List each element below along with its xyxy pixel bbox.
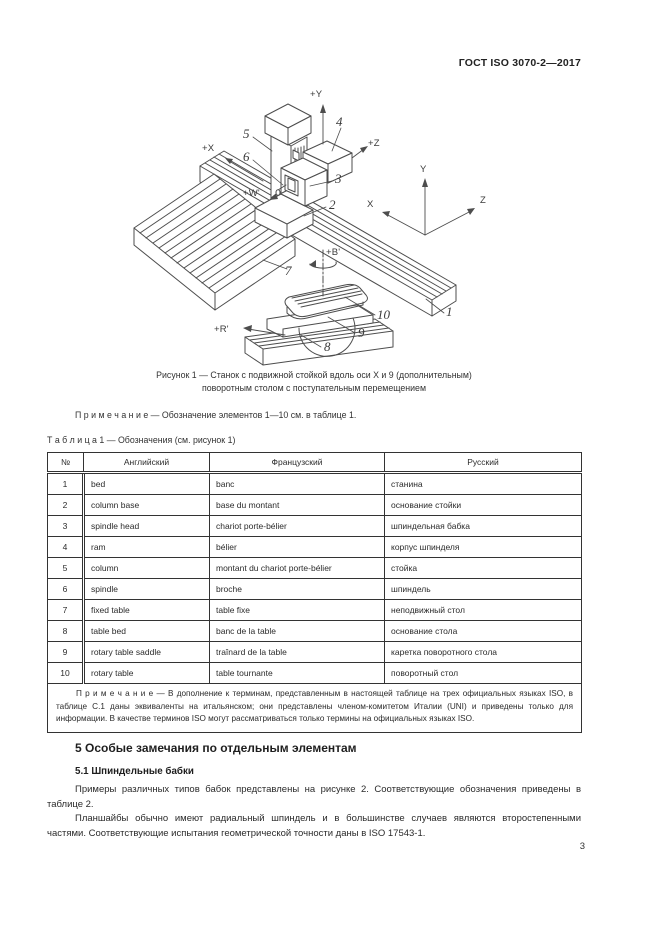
- trihedron-label-z: Z: [480, 195, 487, 206]
- section-body: Примеры различных типов бабок представле…: [47, 783, 581, 842]
- col-header-en: Английский: [83, 452, 210, 474]
- part-number-5: 5: [243, 126, 250, 141]
- r-axis-arrow: [243, 325, 286, 336]
- machine-line-art: [133, 103, 475, 366]
- section-subheading: 5.1 Шпиндельные бабки: [75, 766, 194, 777]
- axis-label-plus-x: +X: [202, 143, 215, 154]
- axis-label-plus-y: +Y: [310, 89, 323, 100]
- axis-label-plus-z: +Z: [368, 138, 380, 149]
- rotary-table-part: [284, 283, 368, 320]
- part-number-3: 3: [335, 171, 342, 186]
- part-number-7: 7: [285, 263, 292, 278]
- section-heading: 5 Особые замечания по отдельным элемента…: [75, 741, 357, 755]
- figure-caption: Рисунок 1 — Станок с подвижной стойкой в…: [47, 369, 581, 395]
- part-number-4: 4: [336, 114, 343, 129]
- col-header-ru: Русский: [384, 452, 582, 474]
- figure-caption-line1: Рисунок 1 — Станок с подвижной стойкой в…: [156, 370, 472, 380]
- table-header-row: № Английский Французский Русский: [47, 452, 582, 474]
- axis-label-plus-r: +R': [214, 324, 229, 335]
- bed-part: [199, 150, 457, 317]
- axis-label-plus-w: +W': [243, 188, 260, 199]
- figure-note: П р и м е ч а н и е — Обозначение элемен…: [75, 410, 357, 420]
- figure-caption-line2: поворотным столом с поступательным перем…: [202, 382, 426, 393]
- page-number: 3: [579, 841, 585, 852]
- part-number-1: 1: [446, 304, 453, 319]
- trihedron-label-x: X: [367, 199, 374, 210]
- col-header-fr: Французский: [209, 452, 385, 474]
- part-number-2: 2: [329, 197, 336, 212]
- figure-1-machine-drawing: +Y +Z +X +W' +B' +R' X Y Z 5 6 4 3 2 7 1…: [95, 88, 565, 373]
- part-number-10: 10: [377, 307, 390, 322]
- b-axis-rotation: [309, 249, 337, 299]
- trihedron-label-y: Y: [420, 164, 427, 175]
- section-paragraph-1: Примеры различных типов бабок представле…: [47, 784, 581, 810]
- spindle-head-part: [280, 157, 328, 207]
- section-paragraph-2: Планшайбы обычно имеют радиальный шпинде…: [47, 813, 581, 840]
- table-title: Т а б л и ц а 1 — Обозначения (см. рисун…: [47, 435, 236, 445]
- coordinate-trihedron: [382, 178, 475, 236]
- axis-label-plus-b: +B': [326, 247, 341, 258]
- spindle-part: [269, 184, 287, 200]
- part-number-8: 8: [324, 339, 331, 354]
- table-note: П р и м е ч а н и е — В дополнение к тер…: [47, 682, 582, 734]
- document-code-header: ГОСТ ISO 3070-2—2017: [458, 57, 581, 69]
- table-note-row: П р и м е ч а н и е — В дополнение к тер…: [47, 682, 582, 734]
- leader-lines: [252, 127, 445, 348]
- part-number-6: 6: [243, 149, 250, 164]
- rotary-table-saddle-part: [266, 304, 374, 357]
- part-number-9: 9: [358, 325, 365, 340]
- axis-arrows: [225, 104, 368, 182]
- col-header-num: №: [47, 452, 84, 474]
